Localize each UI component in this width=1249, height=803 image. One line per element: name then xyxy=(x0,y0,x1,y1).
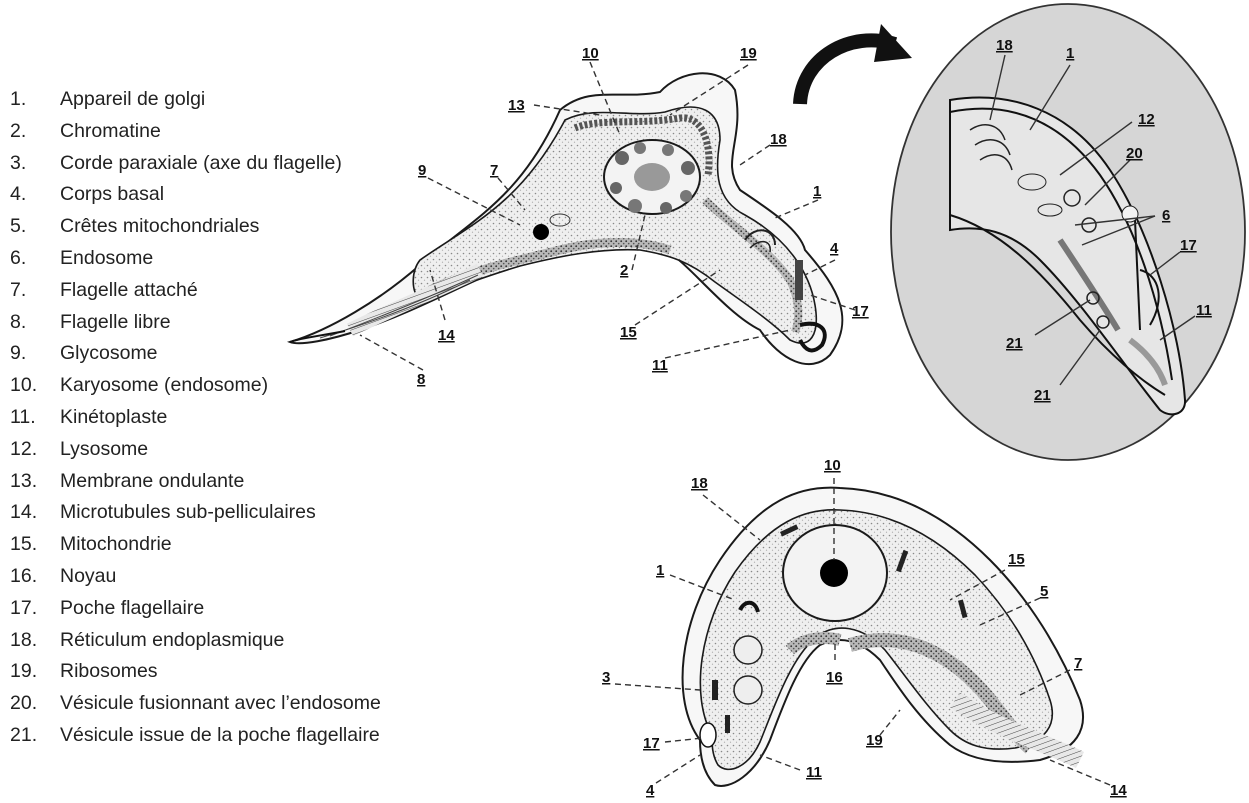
zoom-label: 11 xyxy=(1196,302,1212,319)
top-label: 1 xyxy=(813,183,821,200)
top-label: 10 xyxy=(582,45,599,62)
top-cell-body xyxy=(413,107,816,343)
top-cell-drawing xyxy=(290,73,842,364)
bottom-label: 17 xyxy=(643,735,660,752)
bottom-cell-drawing xyxy=(683,488,1083,786)
bottom-label: 1 xyxy=(656,562,664,579)
top-label: 8 xyxy=(417,371,425,388)
bottom-label: 16 xyxy=(826,669,843,686)
bottom-label: 15 xyxy=(1008,551,1025,568)
bottom-label: 11 xyxy=(806,764,822,781)
zoom-label: 18 xyxy=(996,37,1013,54)
top-label: 18 xyxy=(770,131,787,148)
zoom-label: 12 xyxy=(1138,111,1155,128)
zoom-label: 17 xyxy=(1180,237,1197,254)
bottom-label: 4 xyxy=(646,782,655,799)
zoom-label: 20 xyxy=(1126,145,1143,162)
top-label: 4 xyxy=(830,240,839,257)
top-label: 13 xyxy=(508,97,525,114)
bottom-label: 7 xyxy=(1074,655,1082,672)
top-label: 15 xyxy=(620,324,637,341)
zoom-label: 6 xyxy=(1162,207,1170,224)
top-label: 14 xyxy=(438,327,455,344)
top-label: 11 xyxy=(652,357,668,374)
top-label: 2 xyxy=(620,262,628,279)
zoom-label: 1 xyxy=(1066,45,1074,62)
zoom-label: 21 xyxy=(1006,335,1023,352)
zoom-inset xyxy=(891,4,1245,460)
bottom-label: 19 xyxy=(866,732,883,749)
top-glycosome xyxy=(533,224,549,240)
bottom-label: 14 xyxy=(1110,782,1127,799)
top-label: 9 xyxy=(418,162,426,179)
bottom-label: 3 xyxy=(602,669,610,686)
bottom-label: 5 xyxy=(1040,583,1048,600)
top-label: 17 xyxy=(852,303,869,320)
top-label: 19 xyxy=(740,45,757,62)
top-label: 7 xyxy=(490,162,498,179)
bottom-label: 18 xyxy=(691,475,708,492)
curved-arrow-icon xyxy=(800,24,912,104)
bottom-label: 10 xyxy=(824,457,841,474)
zoom-label: 21 xyxy=(1034,387,1051,404)
